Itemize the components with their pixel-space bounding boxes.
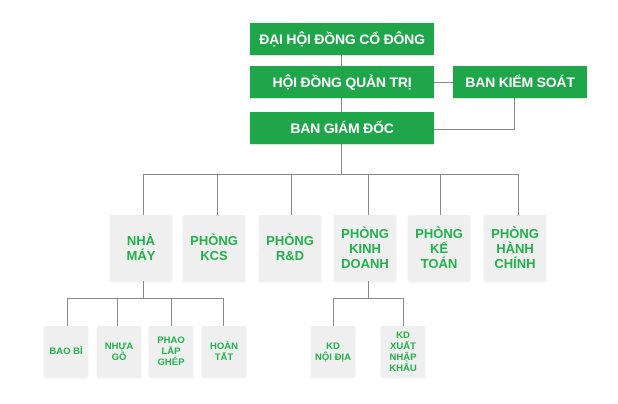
dept-admin-box: PHÒNG HÀNH CHÍNH: [484, 215, 546, 281]
unit-finishing-box: HOÀN TẤT: [202, 326, 246, 377]
supervisory-board-label: BAN KIỂM SOÁT: [465, 74, 575, 90]
dept-factory-box: NHÀ MÁY: [110, 215, 172, 281]
connector-supervisory-down: [514, 98, 515, 130]
connector-board-supervisory: [434, 82, 453, 83]
connector-management-down: [341, 144, 342, 174]
department-drop-4: [368, 174, 369, 215]
business-bus: [333, 298, 404, 299]
department-drop-5: [440, 174, 441, 215]
management-board-box: BAN GIÁM ĐỐC: [250, 112, 434, 144]
business-unit-drop-2: [403, 298, 404, 326]
business-unit-drop-1: [333, 298, 334, 326]
department-drop-2: [217, 174, 218, 215]
shareholders-meeting-box: ĐẠI HỘI ĐỒNG CỔ ĐÔNG: [250, 23, 434, 55]
factory-drop: [143, 281, 144, 298]
connector-board-management: [341, 98, 342, 112]
department-drop-1: [143, 174, 144, 215]
unit-wood-plastic-box: NHỰA GỖ: [97, 326, 141, 377]
factory-unit-drop-4: [223, 298, 224, 326]
supervisory-board-box: BAN KIỂM SOÁT: [453, 66, 587, 98]
dept-factory-label: NHÀ MÁY: [126, 233, 156, 263]
unit-modular-float-label: PHAO LẮP GHÉP: [157, 335, 185, 368]
dept-kcs-label: PHÒNG KCS: [190, 233, 238, 263]
unit-modular-float-box: PHAO LẮP GHÉP: [149, 326, 193, 377]
unit-finishing-label: HOÀN TẤT: [210, 340, 238, 363]
dept-rnd-label: PHÒNG R&D: [266, 233, 314, 263]
factory-unit-drop-3: [171, 298, 172, 326]
dept-accounting-label: PHÒNG KẾ TOÁN: [415, 225, 463, 271]
dept-kcs-box: PHÒNG KCS: [183, 215, 245, 281]
unit-domestic-sales-label: KD NỘI ĐỊA: [315, 340, 351, 363]
unit-import-export-label: KD XUẤT NHẬP KHẨU: [389, 329, 417, 374]
connector-shareholders-board: [341, 55, 342, 66]
unit-packaging-box: BAO BÌ: [44, 326, 88, 377]
department-drop-6: [518, 174, 519, 215]
dept-sales-label: PHÒNG KINH DOANH: [341, 225, 389, 271]
management-board-label: BAN GIÁM ĐỐC: [290, 120, 394, 136]
dept-sales-box: PHÒNG KINH DOANH: [334, 215, 396, 281]
unit-packaging-label: BAO BÌ: [49, 346, 83, 357]
factory-unit-drop-1: [67, 298, 68, 326]
dept-accounting-box: PHÒNG KẾ TOÁN: [408, 215, 470, 281]
board-of-directors-label: HỘI ĐỒNG QUẢN TRỊ: [272, 74, 412, 90]
unit-domestic-sales-box: KD NỘI ĐỊA: [311, 326, 355, 377]
connector-supervisory-management: [434, 129, 515, 130]
department-bus: [143, 174, 519, 175]
unit-wood-plastic-label: NHỰA GỖ: [104, 340, 134, 363]
board-of-directors-box: HỘI ĐỒNG QUẢN TRỊ: [250, 66, 434, 98]
dept-rnd-box: PHÒNG R&D: [259, 215, 321, 281]
factory-unit-drop-2: [117, 298, 118, 326]
department-drop-3: [291, 174, 292, 215]
business-drop: [368, 281, 369, 298]
unit-import-export-box: KD XUẤT NHẬP KHẨU: [381, 326, 425, 377]
dept-admin-label: PHÒNG HÀNH CHÍNH: [491, 225, 539, 271]
shareholders-meeting-label: ĐẠI HỘI ĐỒNG CỔ ĐÔNG: [259, 31, 425, 47]
factory-bus: [67, 298, 224, 299]
